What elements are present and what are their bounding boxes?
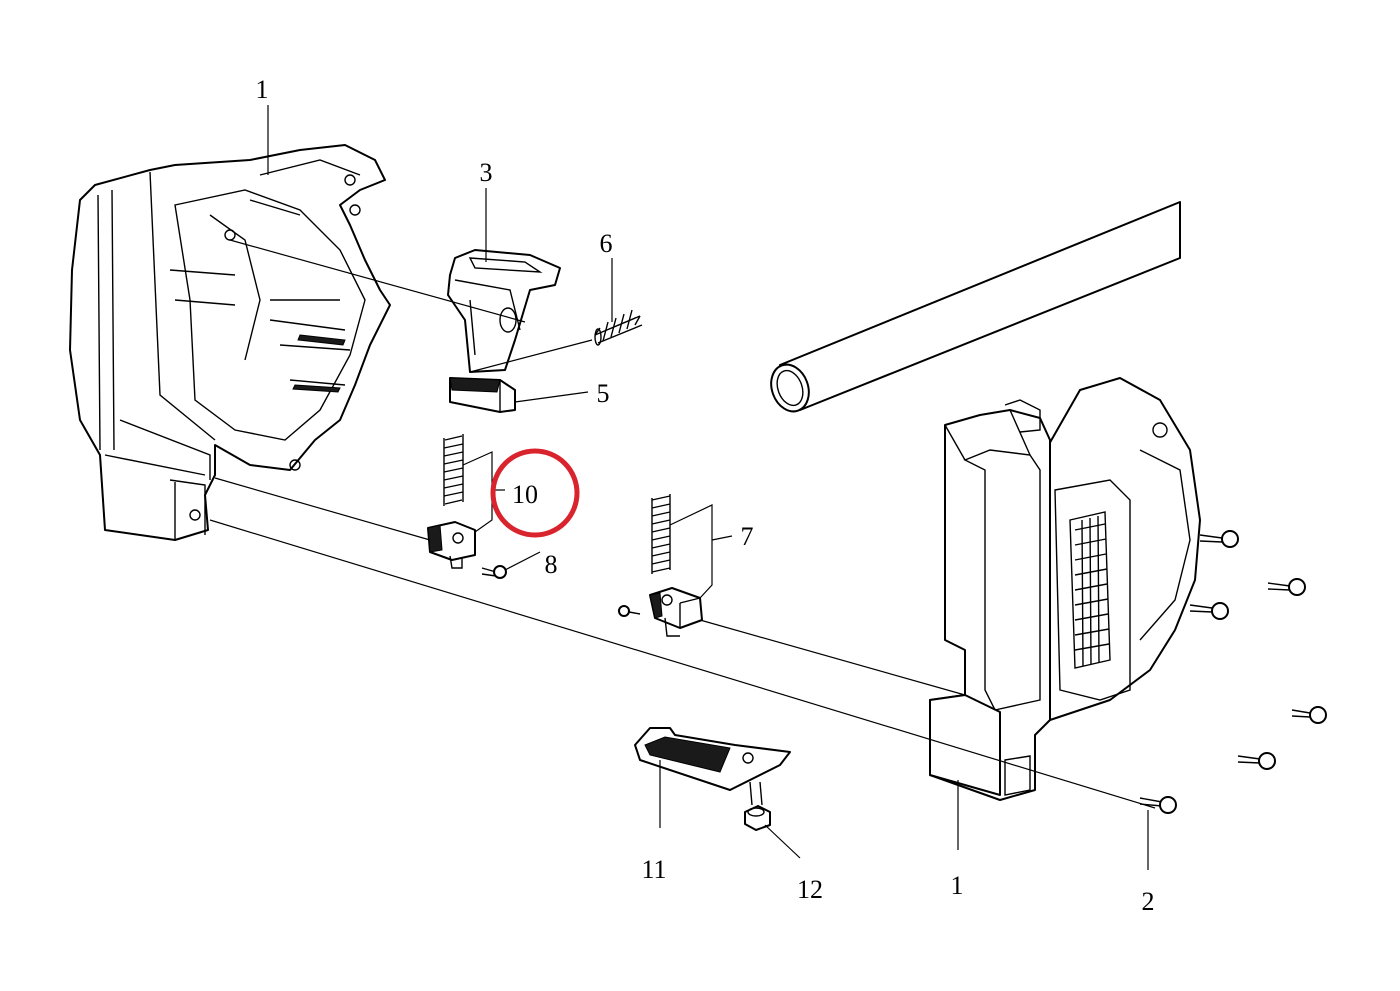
latch-part-5	[449, 377, 516, 413]
screw-part-8	[481, 565, 507, 579]
callout-1-bottom: 1	[951, 871, 964, 900]
leader-lines	[209, 105, 1156, 870]
callout-6: 6	[600, 229, 613, 258]
callout-8: 8	[545, 550, 558, 579]
callout-11: 11	[641, 855, 666, 884]
callout-1-top: 1	[256, 75, 269, 104]
plate-part-11	[634, 727, 791, 791]
screw	[1139, 796, 1177, 814]
screw	[1237, 752, 1276, 770]
screws-part-2	[1139, 530, 1327, 814]
screw	[1199, 530, 1239, 548]
screw	[1267, 578, 1306, 596]
screw	[1189, 602, 1229, 620]
vent-grid	[1074, 515, 1110, 667]
callout-2: 2	[1142, 887, 1155, 916]
highlight-circle	[490, 448, 580, 538]
callout-10: 10	[512, 480, 538, 509]
callouts: 1 3 6 5 10 7 8 11 12 1 2	[256, 75, 1155, 916]
screw	[1291, 706, 1327, 724]
callout-7: 7	[741, 522, 754, 551]
tube-part	[770, 201, 1181, 413]
callout-12: 12	[797, 875, 823, 904]
right-housing-part	[929, 377, 1201, 801]
callout-5: 5	[597, 379, 610, 408]
spring-block-part-10	[427, 434, 476, 569]
screw-part-12	[744, 781, 771, 831]
lever-part-3	[447, 249, 561, 373]
left-housing-part	[69, 144, 391, 541]
spring-part-6	[594, 309, 643, 346]
callout-3: 3	[480, 158, 493, 187]
